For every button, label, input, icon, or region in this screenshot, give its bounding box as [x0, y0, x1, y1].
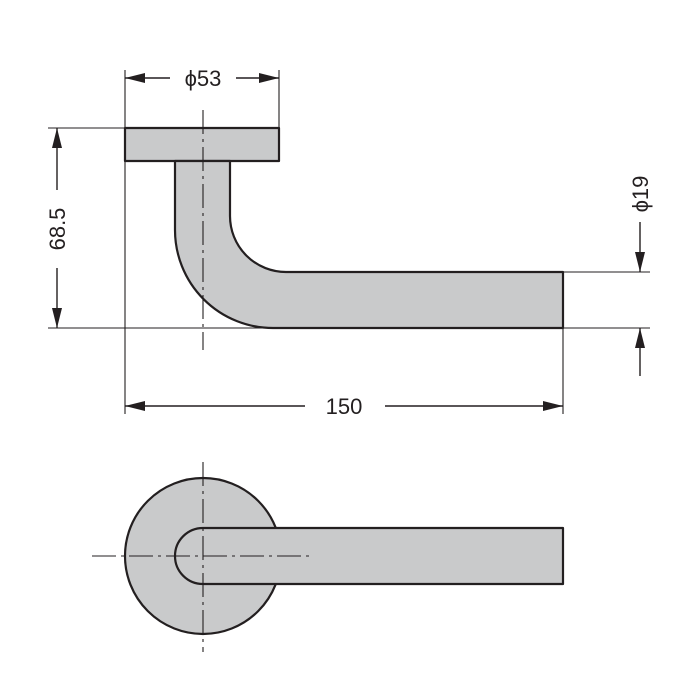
- dimension-height: 68.5: [45, 128, 70, 328]
- arrow-head: [52, 128, 62, 148]
- dimension-length: 150: [125, 394, 563, 419]
- side-view: ϕ53 68.5 150 ϕ19: [45, 66, 653, 419]
- height-label: 68.5: [45, 208, 70, 251]
- lever-arm-top: [173, 526, 565, 586]
- arrow-head: [635, 328, 645, 348]
- arrow-head: [125, 73, 145, 83]
- arrow-head: [543, 401, 563, 411]
- arrow-head: [259, 73, 279, 83]
- dimension-grip-diameter: ϕ19: [628, 176, 653, 376]
- rose-diameter-label: ϕ53: [185, 66, 222, 91]
- arrow-head: [52, 308, 62, 328]
- grip-diameter-label: ϕ19: [628, 176, 653, 213]
- arrow-head: [635, 252, 645, 272]
- length-label: 150: [326, 394, 363, 419]
- arrow-head: [125, 401, 145, 411]
- rose-plate: [123, 126, 281, 163]
- lever-arm: [173, 159, 565, 330]
- top-view: [92, 462, 565, 652]
- dimension-rose-diameter: ϕ53: [125, 66, 279, 91]
